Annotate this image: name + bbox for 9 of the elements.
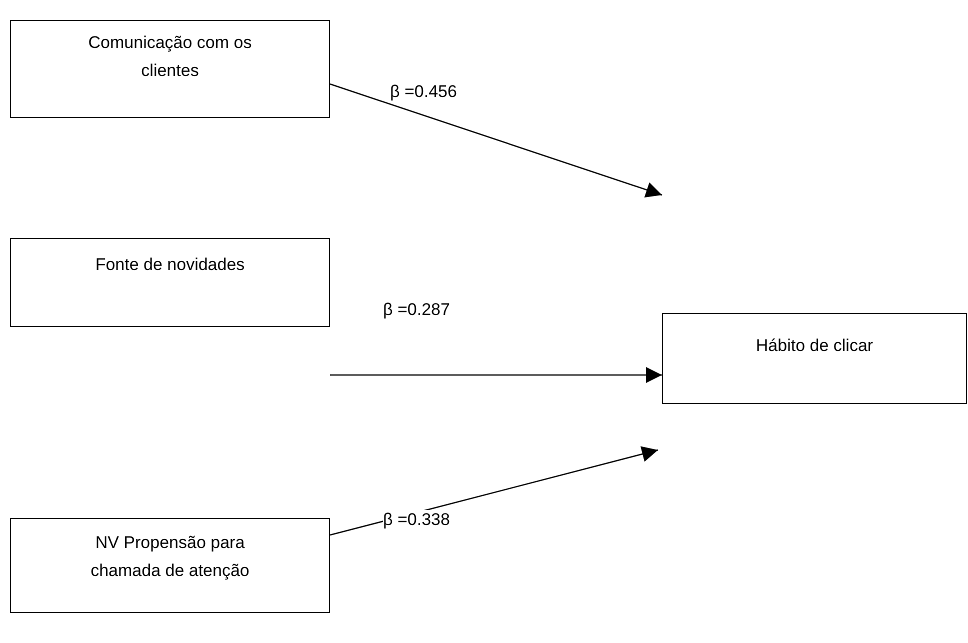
text-box: Fonte de novidades (10, 238, 330, 327)
arrow (330, 367, 662, 383)
arrow (330, 83, 662, 198)
text-box: Hábito de clicar (662, 313, 967, 404)
text-box: NV Propensão para chamada de atenção (10, 518, 330, 613)
edge-label: β =0.338 (383, 510, 450, 530)
edge-label: β =0.456 (390, 82, 457, 102)
text-box: Comunicação com os clientes (10, 20, 330, 118)
edge-label: β =0.287 (383, 300, 450, 320)
